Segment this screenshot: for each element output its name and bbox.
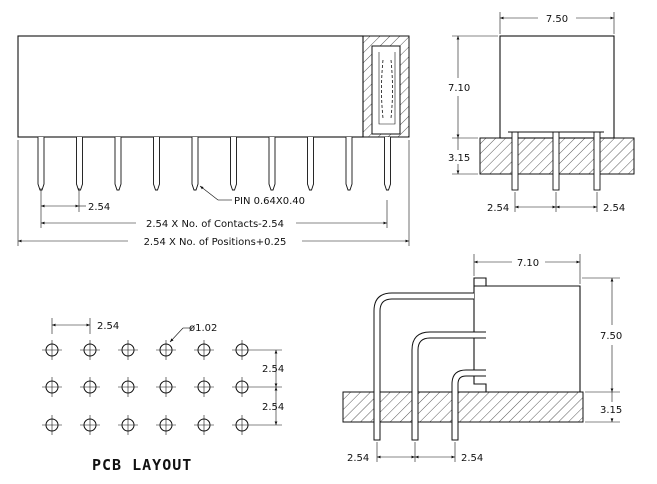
- pcb-hole: [156, 377, 176, 397]
- contacts-dimension: 2.54 X No. of Contacts-2.54: [40, 200, 388, 230]
- front-pitch-label: 2.54: [88, 202, 110, 213]
- front-pin: [307, 137, 314, 191]
- right-angle-view: 7.10 7.50 3.15 2.54 2.54: [342, 254, 622, 464]
- ra-depth-label: 7.10: [517, 258, 539, 269]
- side-height-label: 7.10: [448, 83, 470, 94]
- housing-body: [17, 35, 364, 138]
- pin-spec-label: PIN 0.64X0.40: [234, 196, 305, 207]
- front-pin: [268, 137, 276, 191]
- pcb-layout-title: PCB LAYOUT: [92, 456, 192, 474]
- pcb-hole: [194, 340, 214, 360]
- side-pitch-left-label: 2.54: [487, 203, 509, 214]
- pcb-hole: [194, 415, 214, 435]
- pcb-holes: [42, 340, 252, 435]
- pcb-hole: [232, 377, 252, 397]
- pcb-hole: [42, 377, 62, 397]
- side-pitch-right-label: 2.54: [603, 203, 625, 214]
- pcb-hole: [42, 340, 62, 360]
- side-pins: [508, 131, 604, 191]
- pcb-hole: [80, 377, 100, 397]
- pcb-hole: [118, 340, 138, 360]
- pcb-layout: 2.54 ø1.02 2.54 2.54 PCB LAYOUT: [42, 318, 284, 474]
- pcb-pitch-x-label: 2.54: [97, 321, 119, 332]
- pcb-hole: [118, 415, 138, 435]
- side-width-label: 7.50: [546, 14, 568, 25]
- pcb-hole: [232, 415, 252, 435]
- side-width-dimension: 7.50: [499, 12, 615, 34]
- ra-pitch-right-label: 2.54: [461, 453, 483, 464]
- side-height-dimension: 7.10: [448, 35, 498, 139]
- pcb-pitch-y2-label: 2.54: [262, 402, 284, 413]
- ra-board-label: 3.15: [600, 405, 622, 416]
- ra-housing: [473, 277, 581, 393]
- ra-pitch-left-label: 2.54: [347, 453, 369, 464]
- contacts-formula-label: 2.54 X No. of Contacts-2.54: [146, 219, 284, 230]
- front-pin: [384, 137, 391, 191]
- hole-diameter-callout: ø1.02: [169, 323, 217, 343]
- hole-diameter-label: ø1.02: [189, 323, 217, 334]
- pcb-pitch-x-dimension: 2.54: [51, 318, 119, 334]
- positions-formula-label: 2.54 X No. of Positions+0.25: [144, 237, 287, 248]
- front-pin: [114, 137, 122, 191]
- pcb-hole: [80, 415, 100, 435]
- ra-height-label: 7.50: [600, 331, 622, 342]
- side-board-dimension: 3.15: [448, 138, 478, 175]
- ra-pins: [373, 292, 486, 441]
- pcb-hole: [194, 377, 214, 397]
- ra-depth-dimension: 7.10: [473, 254, 581, 284]
- front-pitch-dimension: 2.54: [40, 188, 110, 213]
- pcb-hole: [156, 415, 176, 435]
- pin-callout: PIN 0.64X0.40: [199, 185, 305, 207]
- front-pins: [37, 137, 391, 191]
- front-pin: [153, 137, 160, 191]
- ra-pcb: [342, 391, 584, 423]
- housing-section: [362, 35, 410, 138]
- side-pitch-dimension: 2.54 2.54: [487, 192, 625, 214]
- pcb-pitch-y1-label: 2.54: [262, 364, 284, 375]
- pcb-hole: [80, 340, 100, 360]
- front-pin: [230, 137, 237, 191]
- front-view: PIN 0.64X0.40 2.54 2.54 X No. of Contact…: [17, 35, 410, 248]
- front-pin: [191, 137, 199, 191]
- front-pin: [37, 137, 45, 191]
- ra-board-dimension: 3.15: [585, 392, 622, 423]
- ra-height-dimension: 7.50: [582, 277, 622, 393]
- positions-dimension: 2.54 X No. of Positions+0.25: [17, 140, 410, 248]
- pcb-hole: [118, 377, 138, 397]
- pcb-hole: [42, 415, 62, 435]
- pcb-pitch-y-dimension: 2.54 2.54: [252, 349, 284, 426]
- side-board-label: 3.15: [448, 153, 470, 164]
- ra-pitch-dimension: 2.54 2.54: [347, 442, 483, 464]
- side-housing: [499, 35, 615, 139]
- pcb-hole: [156, 340, 176, 360]
- pcb-hole: [232, 340, 252, 360]
- front-pin: [76, 137, 83, 191]
- side-view: 7.50 7.10 3.15 2.54 2.54: [448, 12, 635, 214]
- front-pin: [345, 137, 353, 191]
